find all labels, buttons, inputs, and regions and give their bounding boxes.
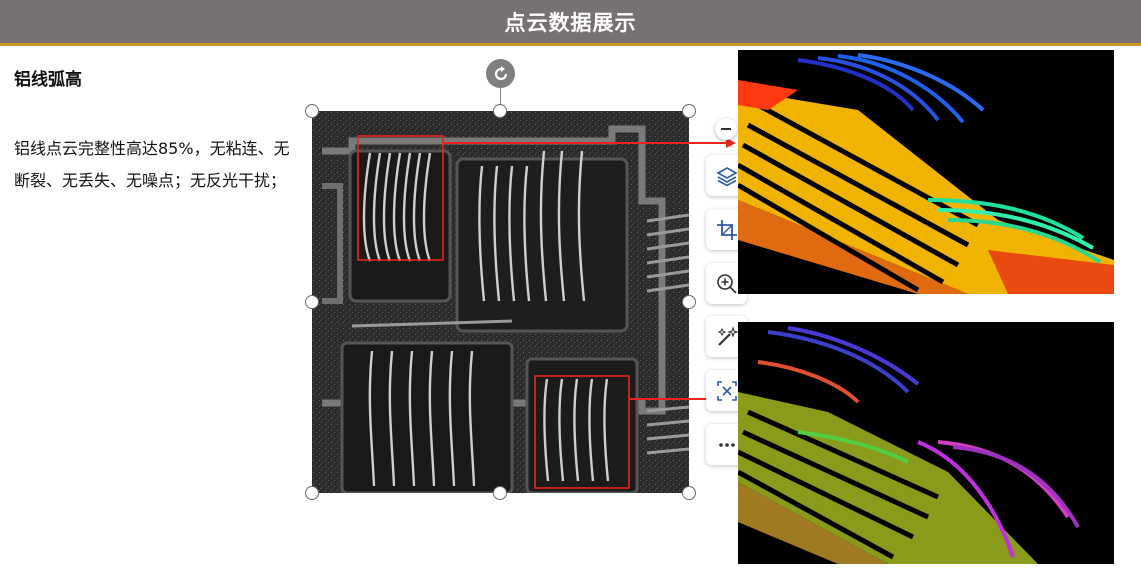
layers-icon — [715, 166, 738, 186]
point-cloud-image-top[interactable] — [738, 50, 1114, 294]
rotate-handle[interactable] — [486, 59, 515, 88]
zoom-in-icon — [716, 273, 737, 294]
rotate-stem — [500, 86, 501, 106]
resize-handle-bottom-left[interactable] — [305, 486, 319, 500]
slide-title-bar: 点云数据展示 — [0, 0, 1141, 46]
highlight-box-top — [357, 135, 444, 261]
crop-icon — [716, 219, 737, 240]
selected-chip-image[interactable] — [312, 111, 689, 493]
more-icon — [718, 442, 735, 447]
collapse-icon — [721, 128, 731, 130]
section-heading[interactable]: 铝线弧高 — [14, 70, 82, 90]
collapse-toolbar-button[interactable] — [715, 118, 737, 140]
slide-title: 点云数据展示 — [504, 10, 637, 35]
resize-handle-right[interactable] — [682, 295, 696, 309]
rotate-icon — [494, 65, 507, 80]
resize-handle-top[interactable] — [493, 104, 507, 118]
chip-micrograph — [312, 111, 689, 493]
resize-handle-bottom[interactable] — [493, 486, 507, 500]
magic-wand-icon — [717, 325, 738, 346]
image-translate-icon — [716, 380, 737, 401]
resize-handle-left[interactable] — [305, 295, 319, 309]
description-text[interactable]: 铝线点云完整性高达85%，无粘连、无断裂、无丢失、无噪点；无反光干扰； — [14, 139, 290, 190]
point-cloud-render-bottom — [738, 326, 1080, 564]
point-cloud-image-bottom[interactable] — [738, 322, 1114, 564]
point-cloud-render-top — [738, 53, 1114, 294]
resize-handle-top-left[interactable] — [305, 104, 319, 118]
resize-handle-bottom-right[interactable] — [682, 486, 696, 500]
highlight-box-bottom — [534, 375, 630, 489]
resize-handle-top-right[interactable] — [682, 104, 696, 118]
